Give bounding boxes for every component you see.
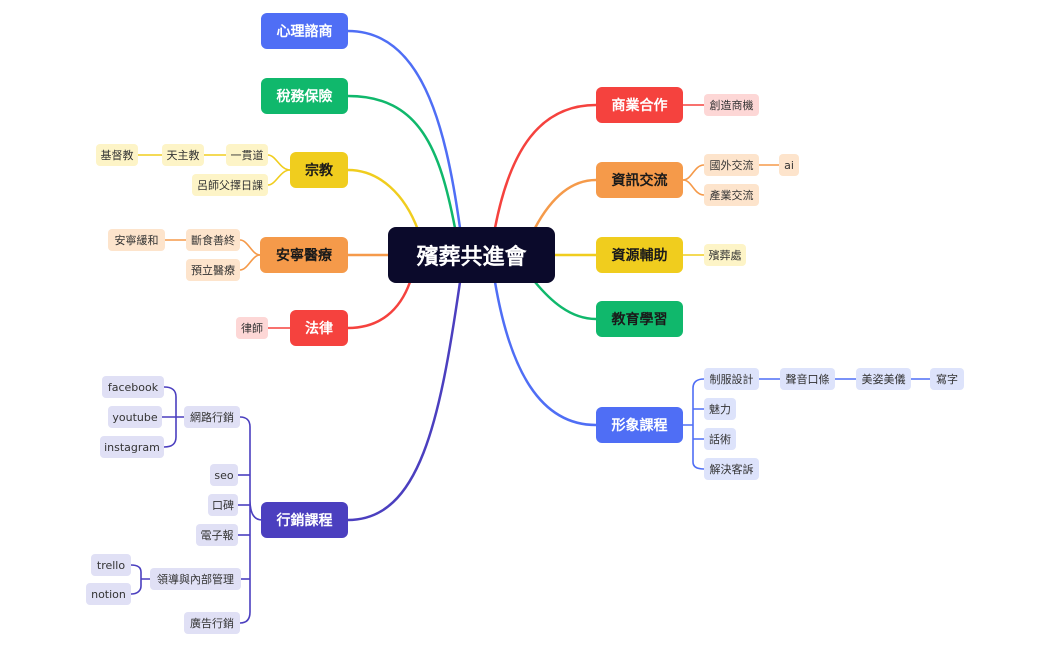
leaf-catholic[interactable]: 天主教 bbox=[162, 144, 204, 166]
branch-business[interactable]: 商業合作 bbox=[596, 87, 683, 123]
leaf-industry-exchange[interactable]: 產業交流 bbox=[704, 184, 759, 206]
branch-info[interactable]: 資訊交流 bbox=[596, 162, 683, 198]
leaf-uniform-design[interactable]: 制服設計 bbox=[704, 368, 759, 390]
connector-root-image bbox=[493, 281, 597, 427]
leaf-youtube[interactable]: youtube bbox=[108, 406, 162, 428]
leaf-ai[interactable]: ai bbox=[779, 154, 799, 176]
connector-online-bracket bbox=[162, 386, 184, 448]
leaf-ads[interactable]: 廣告行銷 bbox=[184, 612, 240, 634]
connector-root-tax bbox=[347, 94, 457, 229]
connector-info-intl bbox=[682, 164, 705, 181]
leaf-trello[interactable]: trello bbox=[91, 554, 131, 576]
leaf-writing[interactable]: 寫字 bbox=[930, 368, 964, 390]
branch-tax[interactable]: 稅務保險 bbox=[261, 78, 348, 114]
leaf-lawyer[interactable]: 律師 bbox=[236, 317, 268, 339]
root-node[interactable]: 殯葬共進會 bbox=[388, 227, 555, 283]
connector-root-marketing bbox=[347, 281, 462, 522]
leaf-lvshi[interactable]: 呂師父擇日課 bbox=[192, 174, 268, 196]
connector-root-law bbox=[347, 281, 412, 330]
branch-image[interactable]: 形象課程 bbox=[596, 407, 683, 443]
leaf-instagram[interactable]: instagram bbox=[100, 436, 164, 458]
leaf-seo[interactable]: seo bbox=[210, 464, 238, 486]
branch-edu[interactable]: 教育學習 bbox=[596, 301, 683, 337]
leaf-online-marketing[interactable]: 網路行銷 bbox=[184, 406, 240, 428]
branch-religion[interactable]: 宗教 bbox=[290, 152, 348, 188]
leaf-opportunity[interactable]: 創造商機 bbox=[704, 94, 759, 116]
leaf-advance[interactable]: 預立醫療 bbox=[186, 259, 240, 281]
connector-religion-lvshi bbox=[267, 169, 291, 186]
leaf-facebook[interactable]: facebook bbox=[102, 376, 164, 398]
connector-root-business bbox=[493, 103, 597, 229]
branch-law[interactable]: 法律 bbox=[290, 310, 348, 346]
branch-hospice[interactable]: 安寧醫療 bbox=[260, 237, 348, 273]
connector-hospice-fasting bbox=[239, 239, 261, 256]
leaf-complaint[interactable]: 解決客訴 bbox=[704, 458, 759, 480]
branch-psych[interactable]: 心理諮商 bbox=[261, 13, 348, 49]
leaf-voice[interactable]: 聲音口條 bbox=[780, 368, 835, 390]
leaf-posture[interactable]: 美姿美儀 bbox=[856, 368, 911, 390]
leaf-charm[interactable]: 魅力 bbox=[704, 398, 736, 420]
leaf-speech[interactable]: 話術 bbox=[704, 428, 736, 450]
leaf-palliative[interactable]: 安寧緩和 bbox=[108, 229, 165, 251]
connector-marketing-bracket bbox=[239, 416, 263, 624]
connector-hospice-advance bbox=[239, 254, 261, 271]
leaf-yiguandao[interactable]: 一貫道 bbox=[226, 144, 268, 166]
leaf-notion[interactable]: notion bbox=[86, 583, 131, 605]
connector-root-psych bbox=[347, 29, 462, 229]
connector-image-bracket bbox=[683, 378, 705, 470]
connector-root-info bbox=[533, 178, 597, 229]
leaf-funeral-office[interactable]: 殯葬處 bbox=[704, 244, 746, 266]
leaf-fasting[interactable]: 斷食善終 bbox=[186, 229, 240, 251]
leaf-intl-exchange[interactable]: 國外交流 bbox=[704, 154, 759, 176]
leaf-christian[interactable]: 基督教 bbox=[96, 144, 138, 166]
connector-root-edu bbox=[534, 281, 597, 321]
branch-resource[interactable]: 資源輔助 bbox=[596, 237, 683, 273]
connector-root-religion bbox=[347, 168, 420, 231]
connector-info-industry bbox=[682, 179, 705, 196]
leaf-newsletter[interactable]: 電子報 bbox=[196, 524, 238, 546]
connector-leadership-bracket bbox=[130, 564, 150, 595]
connector-religion-yiguandao bbox=[267, 154, 291, 171]
leaf-leadership[interactable]: 領導與內部管理 bbox=[150, 568, 241, 590]
branch-marketing[interactable]: 行銷課程 bbox=[261, 502, 348, 538]
leaf-wom[interactable]: 口碑 bbox=[208, 494, 238, 516]
